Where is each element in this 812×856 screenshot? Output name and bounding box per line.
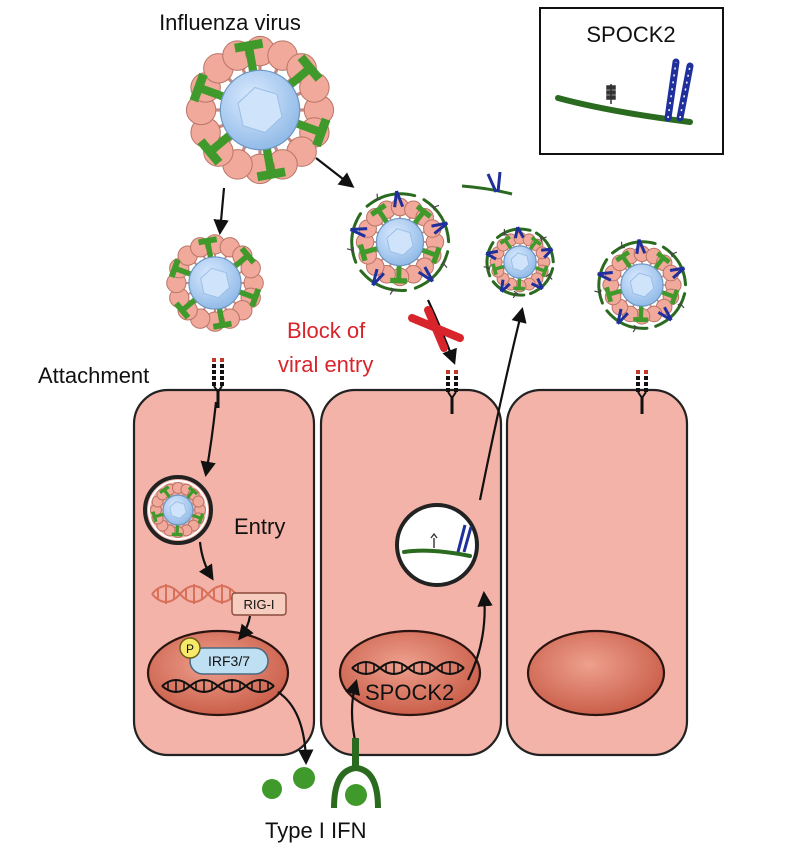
block-label-line2: viral entry — [278, 352, 373, 377]
viral-rna-helix — [151, 584, 237, 604]
block-x-icon — [408, 306, 464, 352]
irf-label: IRF3/7 — [208, 653, 250, 669]
dna-middle — [351, 661, 465, 675]
type-i-ifn-label: Type I IFN — [265, 818, 366, 843]
irf-complex: IRF3/7 P — [179, 637, 269, 675]
arrow-nucleus-to-ifn — [277, 691, 314, 766]
arrow-vesicle-to-secreted — [478, 307, 527, 501]
receptor-middle — [446, 370, 458, 414]
spock2-coated-virion — [346, 190, 451, 295]
ifn-molecule — [293, 767, 315, 789]
endosome-left — [143, 475, 213, 545]
nucleus-right — [526, 629, 666, 717]
entry-label: Entry — [234, 514, 285, 539]
free-spock2 — [461, 171, 513, 196]
nucleus-middle — [338, 629, 482, 717]
spock2-coated-virion — [483, 226, 555, 299]
ifn-molecule — [262, 779, 282, 799]
attachment-label: Attachment — [38, 363, 149, 388]
spock2-chain-icon — [664, 58, 694, 122]
arrow-receptor-to-endosome — [200, 401, 218, 478]
influenza-virion-endosome — [149, 481, 207, 539]
spock2-coated-virion — [594, 238, 688, 333]
ifn-receptor — [331, 738, 381, 809]
dna-left — [161, 679, 275, 693]
svg-text:P: P — [186, 642, 194, 656]
influenza-virion-attaching — [166, 234, 264, 332]
spock2-glycan-icon — [606, 84, 616, 104]
influenza-virus-label: Influenza virus — [159, 10, 301, 35]
phosphate-badge — [179, 637, 201, 659]
arrow-endosome-to-rna — [198, 541, 214, 581]
arrow-gene-to-vesicle — [467, 590, 493, 681]
block-label-line1: Block of — [287, 318, 366, 343]
arrow-virus-to-attachment — [213, 187, 229, 236]
receptor-left — [212, 358, 224, 408]
legend-title: SPOCK2 — [586, 22, 675, 47]
influenza-virion-large — [185, 35, 335, 185]
arrow-rigi-to-irf — [238, 615, 254, 641]
legend-box: SPOCK2 — [539, 7, 724, 155]
receptor-right — [636, 370, 648, 414]
rigi-box: RIG-I — [231, 592, 287, 616]
rigi-label: RIG-I — [243, 597, 274, 612]
spock2-vesicle — [395, 503, 479, 587]
spock2-gene-label: SPOCK2 — [365, 680, 454, 705]
arrow-virus-to-spock2 — [315, 157, 355, 188]
